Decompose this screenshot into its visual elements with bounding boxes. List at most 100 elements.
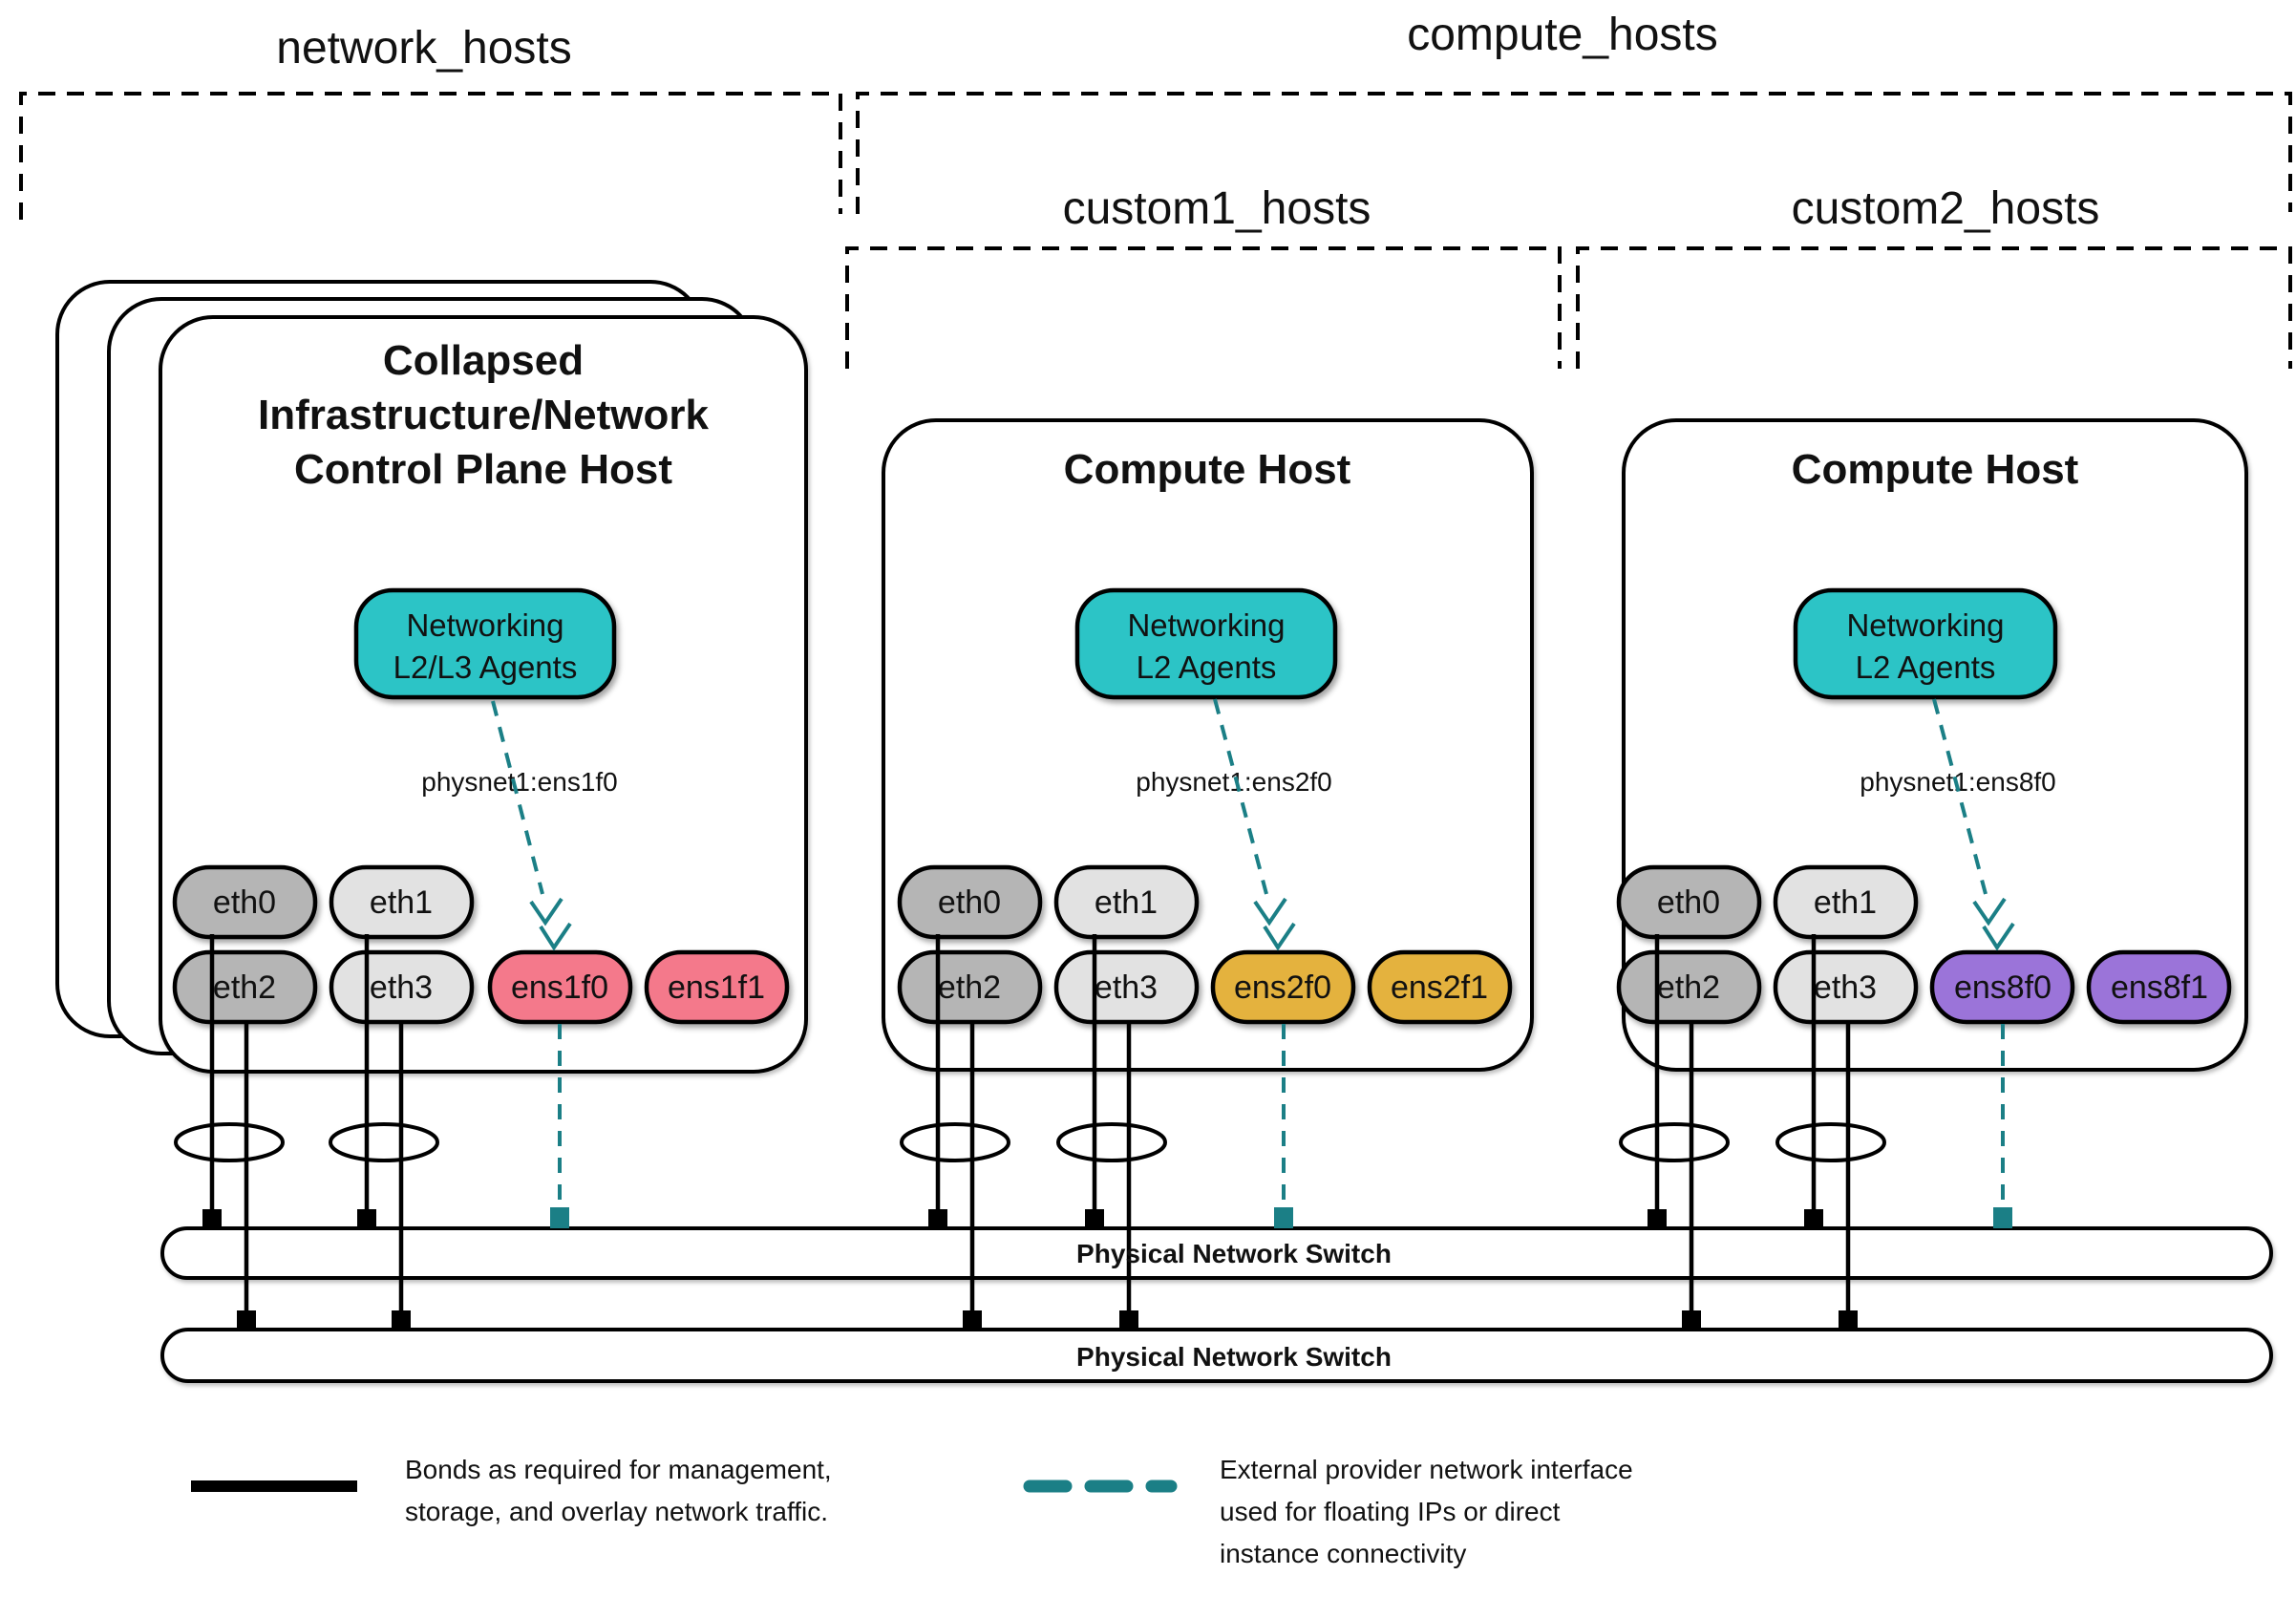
host-title-compute-1: Compute Host (1064, 446, 1351, 493)
bond-ellipse (174, 1122, 285, 1162)
host-title-compute-2: Compute Host (1792, 446, 2079, 493)
bond-ellipse (1619, 1122, 1730, 1162)
nic-pill-ens1f0 (487, 949, 633, 1025)
group-label-compute-hosts: compute_hosts (1407, 10, 1718, 60)
nic-label: eth1 (1814, 884, 1877, 921)
group-label-network-hosts: network_hosts (276, 23, 572, 74)
nic-pill-eth2 (1616, 949, 1762, 1025)
custom1-hosts-bracket (845, 246, 1562, 369)
nic-label: ens1f1 (668, 969, 765, 1006)
switch-label-1: Physical Network Switch (1076, 1239, 1392, 1268)
provider-arrowhead-icon (539, 922, 572, 951)
group-label-custom2-hosts: custom2_hosts (1792, 183, 2100, 234)
legend-provider-text-line: instance connectivity (1220, 1539, 1466, 1568)
physical-switch-bar-1 (160, 1226, 2273, 1280)
nic-pill-eth2 (897, 949, 1043, 1025)
physical-switch-bar-2 (160, 1328, 2273, 1383)
connector-square (928, 1209, 947, 1228)
connector-square (1119, 1310, 1138, 1330)
nic-pill-eth1 (1773, 864, 1919, 940)
legend-provider-text-line: External provider network interface (1220, 1455, 1633, 1484)
nic-label: eth3 (1814, 969, 1877, 1006)
bond-ellipse (1056, 1122, 1167, 1162)
nic-label: ens2f0 (1234, 969, 1331, 1006)
nic-label: ens1f0 (511, 969, 608, 1006)
provider-arrowhead-icon (1263, 922, 1296, 951)
legend-bond-text-line: storage, and overlay network traffic. (405, 1497, 828, 1526)
connector-square (1682, 1310, 1701, 1330)
switch-connectors (202, 1209, 1858, 1330)
provider-connector-square (550, 1207, 569, 1228)
bond-ellipse (1775, 1122, 1886, 1162)
physnet-label-compute-1: physnet1:ens2f0 (1136, 767, 1332, 797)
nic-pill-ens2f1 (1367, 949, 1513, 1025)
provider-arrowhead-icon (529, 897, 563, 926)
connector-square (1839, 1310, 1858, 1330)
nic-pill-eth0 (172, 864, 318, 940)
provider-dashed-line (1932, 698, 1988, 895)
physnet-label-compute-2: physnet1:ens8f0 (1860, 767, 2056, 797)
compute-hosts-bracket (856, 92, 2292, 214)
provider-arrowhead-icon (1253, 897, 1287, 926)
agent-box-compute-1 (1074, 587, 1338, 700)
agent-label-line: Networking (1846, 607, 2004, 643)
host-title-line: Collapsed (383, 337, 584, 384)
nic-pill-ens1f1 (644, 949, 790, 1025)
provider-connector-square (1993, 1207, 2012, 1228)
provider-connections (491, 698, 2015, 1205)
nic-label: eth0 (1657, 884, 1720, 921)
nic-pill-eth1 (1053, 864, 1200, 940)
host-title-line: Infrastructure/Network (258, 392, 709, 438)
nic-pill-eth3 (1773, 949, 1919, 1025)
provider-arrowhead-icon (1972, 897, 2007, 926)
physnet-label-control-plane: physnet1:ens1f0 (421, 767, 618, 797)
nic-pill-eth0 (1616, 864, 1762, 940)
agent-label-line: Networking (406, 607, 563, 643)
nic-pill-eth3 (1053, 949, 1200, 1025)
nic-label: eth0 (938, 884, 1001, 921)
nic-label: eth1 (1095, 884, 1158, 921)
connector-square (392, 1310, 411, 1330)
legend-provider-text-line: used for floating IPs or direct (1220, 1497, 1561, 1526)
nic-label: ens8f0 (1954, 969, 2052, 1006)
nic-label: eth3 (370, 969, 433, 1006)
nic-pill-ens2f0 (1210, 949, 1356, 1025)
connector-square (963, 1310, 982, 1330)
provider-arrowhead-icon (1982, 922, 2015, 951)
nic-label: eth2 (938, 969, 1001, 1006)
host-box-compute-1 (882, 418, 1534, 1072)
connector-square (202, 1209, 222, 1228)
switch-label-2: Physical Network Switch (1076, 1342, 1392, 1372)
legend-bond-text-line: Bonds as required for management, (405, 1455, 832, 1484)
nic-pill-ens8f1 (2086, 949, 2232, 1025)
connector-square (237, 1310, 256, 1330)
connector-square (1085, 1209, 1104, 1228)
nic-label: eth3 (1095, 969, 1158, 1006)
agent-box-control-plane (353, 587, 617, 700)
nic-pill-eth0 (897, 864, 1043, 940)
bond-ellipse (329, 1122, 439, 1162)
custom2-hosts-bracket (1576, 246, 2292, 369)
connector-square (1648, 1209, 1667, 1228)
agent-box-compute-2 (1793, 587, 2058, 700)
connector-square (1804, 1209, 1823, 1228)
nic-label: ens8f1 (2111, 969, 2208, 1006)
agent-label-line: L2 Agents (1856, 649, 1996, 685)
agent-label-line: L2 Agents (1137, 649, 1277, 685)
network-hosts-bracket (19, 92, 842, 220)
provider-connector-square (1274, 1207, 1293, 1228)
nic-pill-ens8f0 (1929, 949, 2075, 1025)
provider-dashed-line (1213, 698, 1268, 895)
host-title-line: Control Plane Host (294, 446, 672, 493)
nic-label: ens2f1 (1391, 969, 1488, 1006)
nic-label: eth1 (370, 884, 433, 921)
agent-label-line: L2/L3 Agents (393, 649, 578, 685)
agent-label-line: Networking (1127, 607, 1285, 643)
bond-lines (209, 934, 1851, 1326)
provider-dashed-line (491, 700, 544, 895)
nic-label: eth2 (213, 969, 276, 1006)
group-label-custom1-hosts: custom1_hosts (1063, 183, 1371, 234)
connector-square (357, 1209, 376, 1228)
